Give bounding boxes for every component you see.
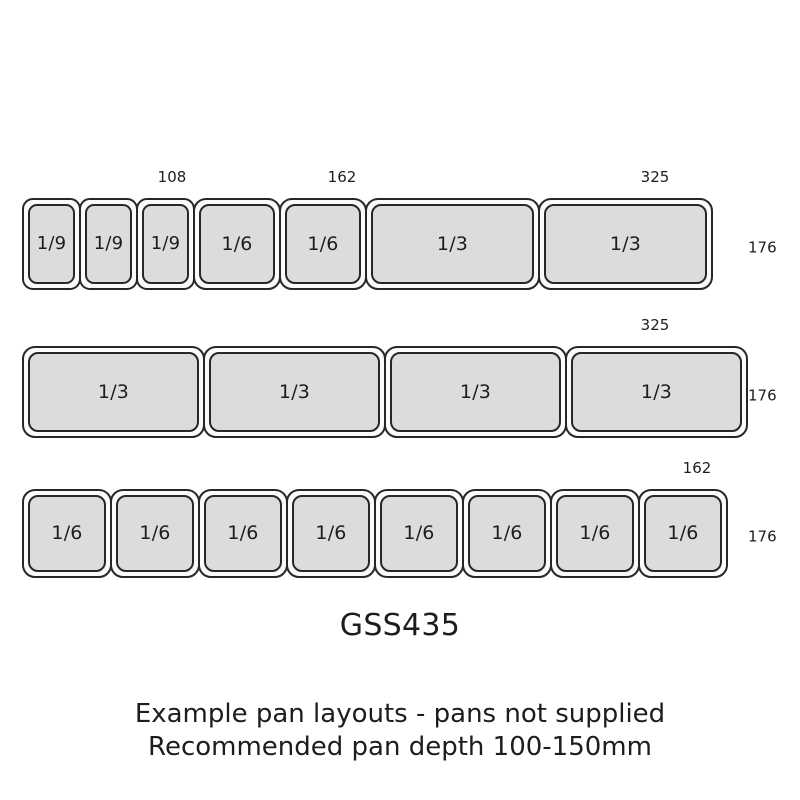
row-2-width-dimension: 325 bbox=[640, 316, 670, 334]
pan-1-3: 1/3 bbox=[384, 346, 567, 438]
pan-row-3: 1/6 1/6 1/6 1/6 1/6 1/6 1/6 1/6 bbox=[22, 489, 728, 578]
row-1-width-dimension: 108 bbox=[157, 168, 187, 186]
pan-well: 1/6 bbox=[380, 495, 458, 572]
pan-1-9: 1/9 bbox=[79, 198, 138, 290]
pan-1-6: 1/6 bbox=[374, 489, 464, 578]
pan-size-label: 1/6 bbox=[307, 232, 339, 255]
pan-well: 1/9 bbox=[85, 204, 132, 284]
row-1-width-dimension: 162 bbox=[327, 168, 357, 186]
pan-1-9: 1/9 bbox=[136, 198, 195, 290]
caption-line-2: Recommended pan depth 100-150mm bbox=[148, 732, 652, 763]
pan-well: 1/6 bbox=[199, 204, 275, 284]
pan-size-label: 1/6 bbox=[221, 232, 253, 255]
pan-1-3: 1/3 bbox=[203, 346, 386, 438]
row-1-height-dimension: 176 bbox=[748, 238, 777, 257]
row-2-height-dimension: 176 bbox=[748, 386, 777, 405]
row-3-height-dimension: 176 bbox=[748, 527, 777, 546]
pan-well: 1/6 bbox=[285, 204, 361, 284]
pan-1-3: 1/3 bbox=[565, 346, 748, 438]
pan-size-label: 1/6 bbox=[403, 522, 435, 544]
pan-well: 1/6 bbox=[292, 495, 370, 572]
pan-1-6: 1/6 bbox=[550, 489, 640, 578]
pan-well: 1/6 bbox=[116, 495, 194, 572]
pan-well: 1/3 bbox=[571, 352, 742, 432]
pan-1-6: 1/6 bbox=[638, 489, 728, 578]
pan-size-label: 1/3 bbox=[609, 232, 642, 255]
pan-size-label: 1/6 bbox=[579, 522, 611, 544]
pan-1-6: 1/6 bbox=[22, 489, 112, 578]
pan-1-9: 1/9 bbox=[22, 198, 81, 290]
row-3-width-dimension: 162 bbox=[682, 459, 712, 477]
pan-size-label: 1/3 bbox=[436, 232, 469, 255]
pan-well: 1/6 bbox=[204, 495, 282, 572]
pan-row-1: 1/9 1/9 1/9 1/6 1/6 1/3 1/3 bbox=[22, 198, 713, 290]
row-1-width-dimension: 325 bbox=[640, 168, 670, 186]
pan-well: 1/3 bbox=[390, 352, 561, 432]
pan-1-6: 1/6 bbox=[193, 198, 281, 290]
pan-size-label: 1/9 bbox=[93, 233, 124, 254]
caption-block: Example pan layouts - pans not supplied … bbox=[0, 698, 800, 765]
pan-size-label: 1/6 bbox=[491, 522, 523, 544]
pan-size-label: 1/3 bbox=[459, 380, 492, 403]
pan-size-label: 1/3 bbox=[97, 380, 130, 403]
pan-size-label: 1/6 bbox=[227, 522, 259, 544]
pan-well: 1/3 bbox=[544, 204, 707, 284]
pan-1-6: 1/6 bbox=[279, 198, 367, 290]
pan-size-label: 1/6 bbox=[139, 522, 171, 544]
pan-well: 1/3 bbox=[28, 352, 199, 432]
pan-well: 1/9 bbox=[142, 204, 189, 284]
pan-1-6: 1/6 bbox=[286, 489, 376, 578]
pan-well: 1/9 bbox=[28, 204, 75, 284]
pan-1-3: 1/3 bbox=[22, 346, 205, 438]
pan-1-6: 1/6 bbox=[110, 489, 200, 578]
pan-well: 1/6 bbox=[28, 495, 106, 572]
pan-well: 1/6 bbox=[644, 495, 722, 572]
pan-1-6: 1/6 bbox=[462, 489, 552, 578]
model-name: GSS435 bbox=[339, 608, 461, 643]
pan-row-2: 1/3 1/3 1/3 1/3 bbox=[22, 346, 748, 438]
pan-1-3: 1/3 bbox=[365, 198, 540, 290]
pan-1-6: 1/6 bbox=[198, 489, 288, 578]
pan-size-label: 1/3 bbox=[278, 380, 311, 403]
pan-size-label: 1/9 bbox=[36, 233, 67, 254]
pan-well: 1/6 bbox=[556, 495, 634, 572]
pan-size-label: 1/6 bbox=[667, 522, 699, 544]
pan-size-label: 1/6 bbox=[51, 522, 83, 544]
pan-size-label: 1/3 bbox=[640, 380, 673, 403]
pan-size-label: 1/9 bbox=[150, 233, 181, 254]
pan-size-label: 1/6 bbox=[315, 522, 347, 544]
pan-well: 1/6 bbox=[468, 495, 546, 572]
pan-1-3: 1/3 bbox=[538, 198, 713, 290]
caption-line-1: Example pan layouts - pans not supplied bbox=[134, 699, 666, 729]
pan-well: 1/3 bbox=[371, 204, 534, 284]
pan-well: 1/3 bbox=[209, 352, 380, 432]
